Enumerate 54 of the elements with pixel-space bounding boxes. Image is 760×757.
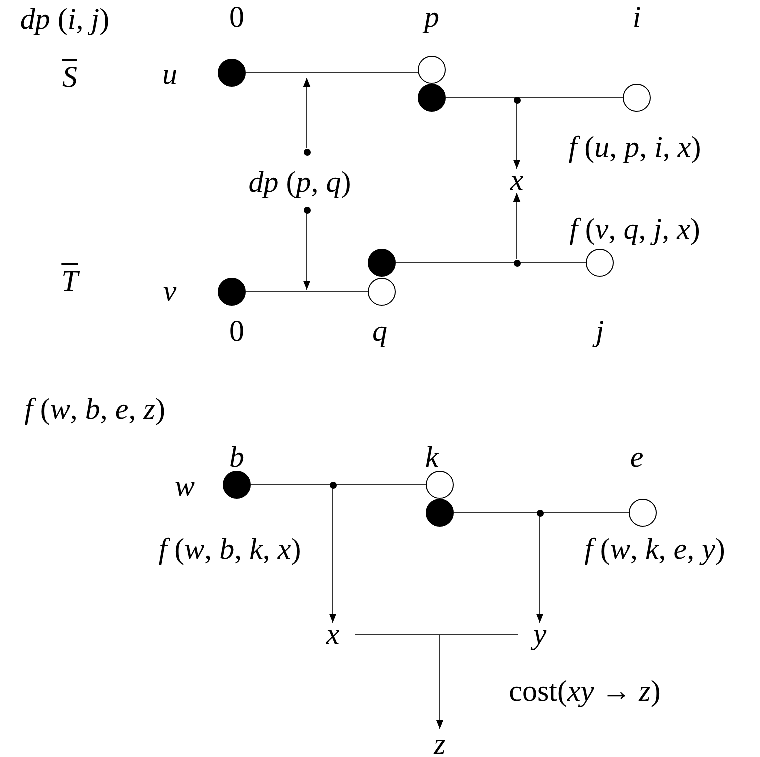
junction-dot bbox=[536, 510, 544, 516]
junction-dot bbox=[330, 482, 336, 488]
arrow bbox=[513, 192, 521, 260]
math-label: f (v, q, j, x) bbox=[570, 215, 700, 245]
variable-label: z bbox=[426, 731, 454, 757]
open-circle bbox=[426, 471, 454, 499]
math-label: k bbox=[425, 443, 439, 473]
filled-circle bbox=[218, 59, 246, 87]
filled-circle bbox=[418, 84, 446, 112]
filled-circle bbox=[223, 471, 251, 499]
open-circle bbox=[623, 84, 651, 112]
junction-dot bbox=[304, 206, 310, 214]
arrow bbox=[436, 634, 518, 730]
math-label: dp (i, j) bbox=[20, 5, 110, 35]
math-label: 0 bbox=[230, 317, 244, 347]
math-label: 0 bbox=[230, 3, 244, 33]
math-label: u bbox=[162, 60, 178, 90]
arrow bbox=[513, 103, 521, 170]
math-label: cost(xy → z) bbox=[509, 677, 661, 707]
variable-label: x bbox=[503, 167, 531, 195]
math-label: b bbox=[230, 443, 244, 473]
math-label: e bbox=[630, 443, 644, 473]
filled-circle bbox=[426, 499, 454, 527]
arrow bbox=[329, 488, 337, 624]
math-label: i bbox=[632, 3, 642, 33]
connector-line bbox=[396, 262, 586, 264]
variable-label: x bbox=[319, 621, 347, 649]
math-label: f (w, b, e, z) bbox=[24, 395, 166, 425]
math-label: f (u, p, i, x) bbox=[568, 133, 702, 163]
math-label: S bbox=[62, 63, 78, 93]
math-label: f (w, k, e, y) bbox=[584, 535, 726, 565]
open-circle bbox=[368, 278, 396, 306]
junction-dot bbox=[514, 260, 520, 266]
connector-line bbox=[250, 484, 426, 486]
junction-dot bbox=[304, 148, 310, 156]
math-label: q bbox=[372, 317, 388, 347]
connector-line bbox=[246, 72, 418, 74]
math-label: T bbox=[62, 267, 78, 297]
math-label: p bbox=[424, 3, 440, 33]
arrow bbox=[303, 213, 311, 290]
open-circle bbox=[586, 249, 614, 277]
open-circle bbox=[629, 499, 657, 527]
math-label: v bbox=[163, 277, 177, 307]
filled-circle bbox=[218, 278, 246, 306]
arrow bbox=[536, 516, 544, 624]
variable-label: y bbox=[526, 621, 554, 649]
math-label: f (w, b, k, x) bbox=[158, 535, 302, 565]
arrow bbox=[303, 78, 311, 149]
open-circle bbox=[418, 56, 446, 84]
junction-dot bbox=[514, 96, 520, 104]
filled-circle bbox=[368, 249, 396, 277]
math-label: dp (p, q) bbox=[248, 168, 352, 198]
connector-line bbox=[454, 512, 630, 514]
math-label: w bbox=[175, 472, 195, 502]
